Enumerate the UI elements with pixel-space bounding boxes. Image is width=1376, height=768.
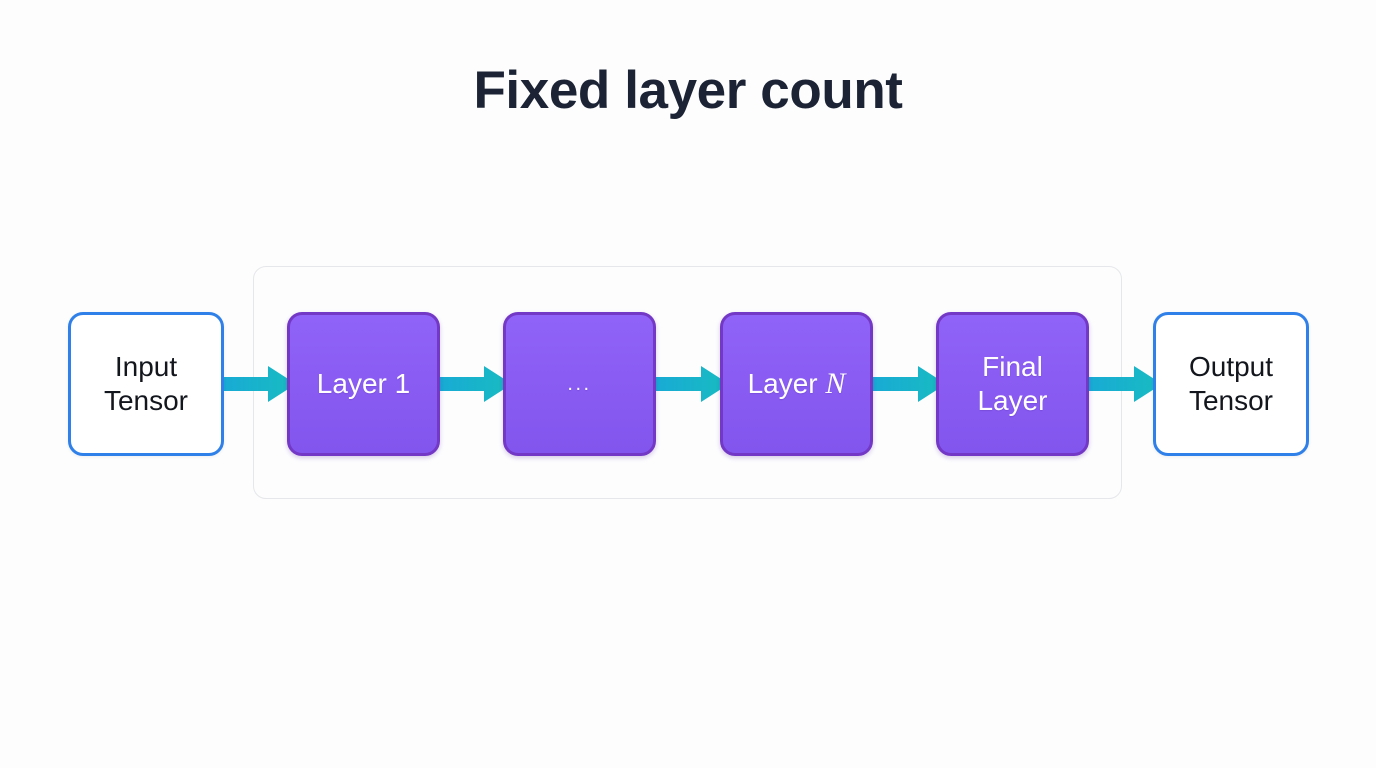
arrow-final-layer-to-output-tensor: [1084, 361, 1162, 407]
arrow-layer-1-to-ellipsis: [434, 361, 512, 407]
node-output-tensor[interactable]: Output Tensor: [1153, 312, 1309, 456]
node-layer-ellipsis-label: ...: [567, 373, 592, 395]
node-layer-n-variable: N: [825, 366, 846, 400]
node-input-tensor[interactable]: Input Tensor: [68, 312, 224, 456]
node-layer-n-prefix: Layer: [747, 367, 826, 399]
node-input-tensor-label: Input Tensor: [71, 350, 221, 418]
node-layer-n-label: Layer N: [723, 366, 870, 403]
node-layer-1-label: Layer 1: [316, 367, 411, 399]
node-output-tensor-line1: Output: [1188, 350, 1274, 382]
node-input-tensor-line2: Tensor: [103, 385, 189, 416]
node-output-tensor-line2: Tensor: [1188, 385, 1274, 416]
page-title: Fixed layer count: [473, 61, 903, 120]
node-final-layer-label: Final Layer: [939, 350, 1086, 418]
node-layer-ellipsis[interactable]: ...: [503, 312, 656, 456]
node-final-layer-line1: Final: [982, 350, 1043, 382]
arrow-ellipsis-to-layer-n: [651, 361, 729, 407]
node-layer-n[interactable]: Layer N: [720, 312, 873, 456]
node-output-tensor-label: Output Tensor: [1156, 350, 1306, 418]
node-final-layer-line2: Layer: [977, 385, 1048, 416]
node-final-layer[interactable]: Final Layer: [936, 312, 1089, 456]
arrow-layer-n-to-final-layer: [868, 361, 946, 407]
arrow-input-tensor-to-layer-1: [218, 361, 296, 407]
node-input-tensor-line1: Input: [114, 350, 178, 382]
node-layer-1[interactable]: Layer 1: [287, 312, 440, 456]
